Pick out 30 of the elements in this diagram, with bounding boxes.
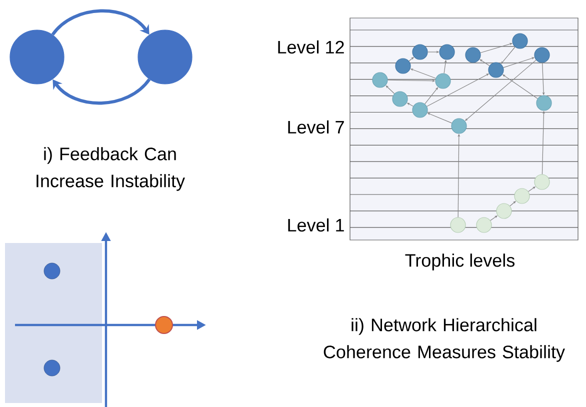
species-node [395,58,411,74]
arrow [480,59,490,66]
level-label: Level 12 [278,40,344,54]
species-node [536,95,552,111]
species-node [512,33,528,49]
species-node [412,44,428,60]
species-node [439,44,455,60]
level-label: Level 1 [288,218,344,232]
species-node [392,91,408,107]
species-node [450,217,466,233]
level-label: Level 7 [288,120,344,134]
caption: ii) Network Hierarchical Coherence Measures Stability [324,318,565,362]
species-node [534,174,550,190]
species-node [435,73,451,89]
species-node [514,188,530,204]
species-node [488,62,504,78]
species-node [534,47,550,63]
feedback-arrow [51,9,150,36]
caption: i) Feedback Can Increase Instability [36,147,185,191]
species-node [412,102,428,118]
species-node [372,72,388,88]
feedback-arrow [52,78,151,105]
species-node [476,217,492,233]
axis-label: Trophic levels [405,254,515,270]
arrow [510,201,516,206]
species-node [451,118,467,134]
species-node [465,47,481,63]
feedback-node [10,30,64,84]
species-node [496,203,512,219]
feedback-node [138,30,192,84]
